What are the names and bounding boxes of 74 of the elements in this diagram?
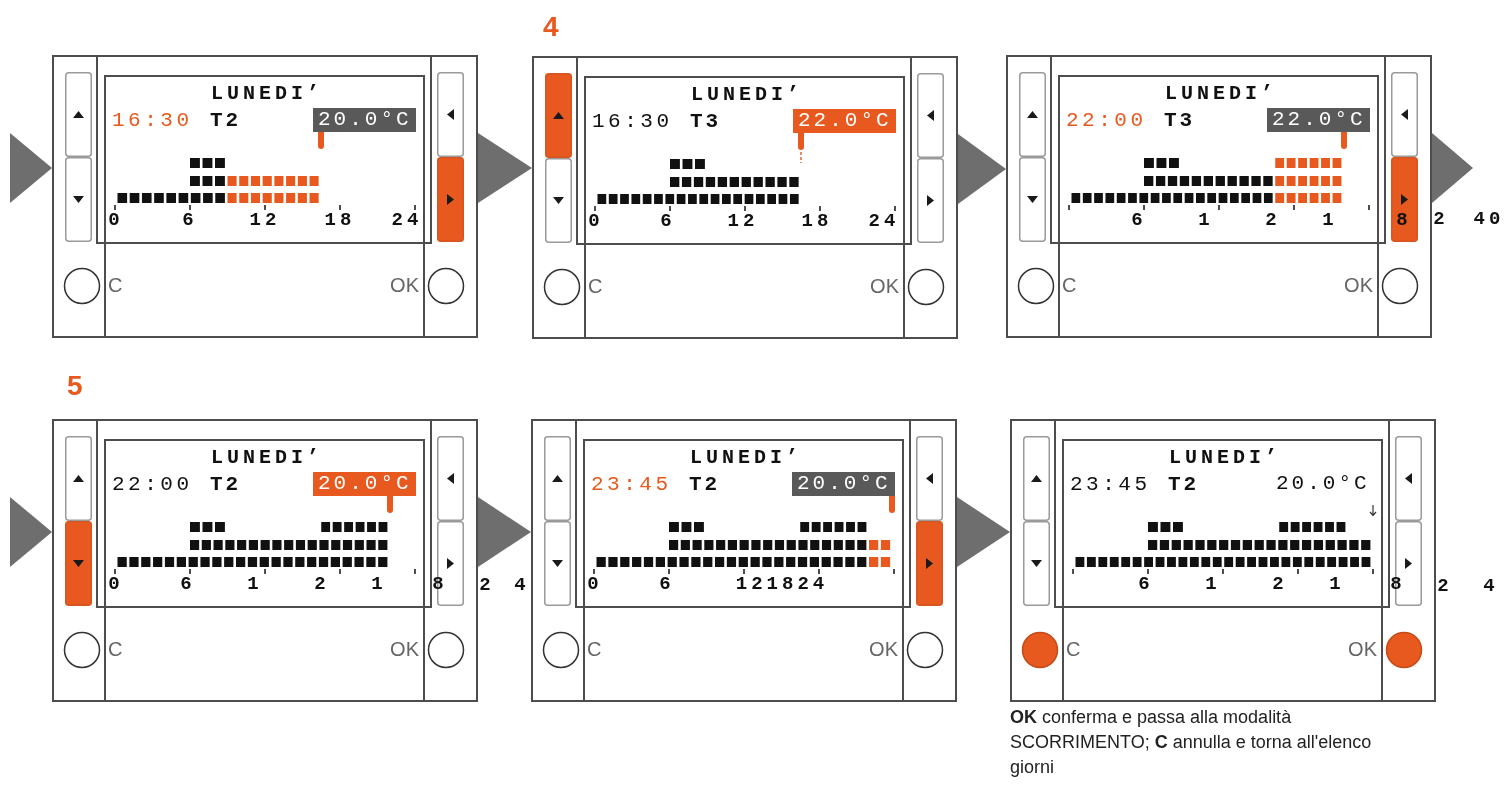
hour-label: 6 xyxy=(1131,211,1147,230)
day-name: LUNEDI’ xyxy=(690,448,802,468)
temperature-level: T2 xyxy=(210,474,242,495)
hour-label: 1 xyxy=(1198,211,1214,230)
hour-label: 8 xyxy=(432,575,448,594)
time-value: 22:00 xyxy=(112,474,193,495)
hour-label: 40 xyxy=(1473,210,1505,229)
step-number: 4 xyxy=(543,13,559,41)
hour-label: 0 xyxy=(588,212,604,231)
temperature-value: 20.0°C xyxy=(792,472,895,496)
key-label: OK xyxy=(869,639,898,659)
hour-label: 121824 xyxy=(735,575,829,594)
hour-label: 0 xyxy=(108,211,124,230)
key-label: OK xyxy=(1348,639,1377,659)
temperature-level: T3 xyxy=(690,111,722,132)
day-name: LUNEDI’ xyxy=(1169,448,1281,468)
hour-label: 1 xyxy=(1205,575,1221,594)
hour-label: 6 xyxy=(180,575,196,594)
key-label: C xyxy=(587,639,602,659)
hour-label: 0 xyxy=(108,575,124,594)
key-label: C xyxy=(588,276,603,296)
temperature-level: T2 xyxy=(689,474,721,495)
hour-label: 12 xyxy=(249,211,281,230)
hour-label: 6 xyxy=(660,212,676,231)
hour-label: 6 xyxy=(659,575,675,594)
hour-label: 2 xyxy=(479,576,495,595)
hour-label: 24 xyxy=(868,212,900,231)
hour-label: 18 xyxy=(324,211,356,230)
key-label: OK xyxy=(390,639,419,659)
hour-label: 4 xyxy=(1483,577,1499,596)
time-value: 22:00 xyxy=(1066,110,1147,131)
key-label: OK xyxy=(870,276,899,296)
key-label: C xyxy=(108,639,123,659)
day-name: LUNEDI’ xyxy=(211,448,323,468)
key-label: C xyxy=(108,275,123,295)
hour-label: 12 xyxy=(727,212,759,231)
hour-label: 8 xyxy=(1390,575,1406,594)
key-label: C xyxy=(1062,275,1077,295)
hour-label: 1 xyxy=(1329,575,1345,594)
temperature-value: 20.0°C xyxy=(313,108,416,132)
time-value: 16:30 xyxy=(592,111,673,132)
hour-label: 1 xyxy=(371,575,387,594)
temperature-value: 20.0°C xyxy=(1275,472,1371,496)
day-name: LUNEDI’ xyxy=(1165,84,1277,104)
key-label: OK xyxy=(1344,275,1373,295)
temperature-value: 22.0°C xyxy=(1267,108,1370,132)
key-label: OK xyxy=(390,275,419,295)
day-name: LUNEDI’ xyxy=(691,85,803,105)
note-text: OK conferma e passa alla modalità SCORRIMENTO; C annulla e torna all'elenco giorni xyxy=(1010,706,1373,779)
hour-label: 6 xyxy=(1138,575,1154,594)
time-value: 23:45 xyxy=(1070,474,1151,495)
hour-label: 2 xyxy=(1265,211,1281,230)
hour-label: 8 xyxy=(1396,211,1412,230)
hour-label: 6 xyxy=(182,211,198,230)
temperature-level: T2 xyxy=(210,110,242,131)
temperature-value: 20.0°C xyxy=(313,472,416,496)
day-name: LUNEDI’ xyxy=(211,84,323,104)
hour-label: 18 xyxy=(801,212,833,231)
hour-label: 2 xyxy=(1433,210,1449,229)
hour-label: 2 xyxy=(314,575,330,594)
hour-label: 4 xyxy=(514,576,530,595)
hour-label: 1 xyxy=(1322,211,1338,230)
hour-label: 2 xyxy=(1272,575,1288,594)
step-number: 5 xyxy=(67,372,83,400)
hour-label: 24 xyxy=(391,211,423,230)
hour-label: 1 xyxy=(247,575,263,594)
key-label: C xyxy=(1066,639,1081,659)
temperature-value: 22.0°C xyxy=(793,109,896,133)
temperature-level: T2 xyxy=(1168,474,1200,495)
temperature-level: T3 xyxy=(1164,110,1196,131)
time-value: 16:30 xyxy=(112,110,193,131)
time-value: 23:45 xyxy=(591,474,672,495)
hour-label: 2 xyxy=(1437,577,1453,596)
hour-label: 0 xyxy=(587,575,603,594)
